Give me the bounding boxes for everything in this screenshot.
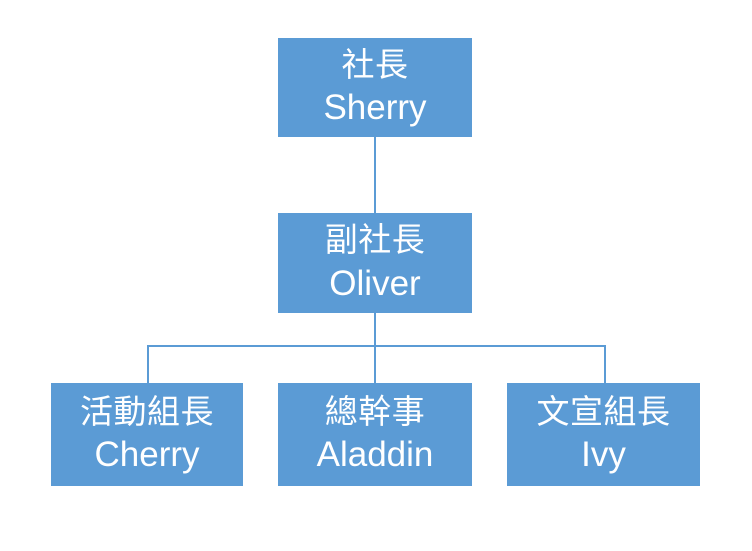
- org-node-president-name: Sherry: [323, 88, 427, 128]
- org-node-secretary[interactable]: 總幹事 Aladdin: [278, 383, 472, 486]
- connector-horizontal-bus: [147, 345, 606, 347]
- org-node-vice-president-name: Oliver: [329, 263, 421, 303]
- connector-vice-president-to-bus: [374, 313, 376, 346]
- connector-bus-to-activity-lead: [147, 345, 149, 383]
- org-node-vice-president-title: 副社長: [324, 221, 426, 259]
- org-node-secretary-name: Aladdin: [316, 435, 434, 475]
- org-node-activity-lead-title: 活動組長: [80, 392, 214, 430]
- org-node-publicity-lead-title: 文宣組長: [536, 392, 671, 430]
- org-node-activity-lead-name: Cherry: [94, 435, 200, 475]
- org-node-activity-lead[interactable]: 活動組長 Cherry: [51, 383, 243, 486]
- connector-bus-to-publicity-lead: [604, 345, 606, 383]
- connector-president-to-vice-president: [374, 137, 376, 213]
- org-node-president[interactable]: 社長 Sherry: [278, 38, 472, 137]
- connector-bus-to-secretary: [374, 345, 376, 383]
- org-node-publicity-lead[interactable]: 文宣組長 Ivy: [507, 383, 700, 486]
- org-node-vice-president[interactable]: 副社長 Oliver: [278, 213, 472, 313]
- org-node-publicity-lead-name: Ivy: [581, 435, 626, 475]
- org-node-secretary-title: 總幹事: [324, 392, 426, 430]
- org-node-president-title: 社長: [341, 45, 409, 83]
